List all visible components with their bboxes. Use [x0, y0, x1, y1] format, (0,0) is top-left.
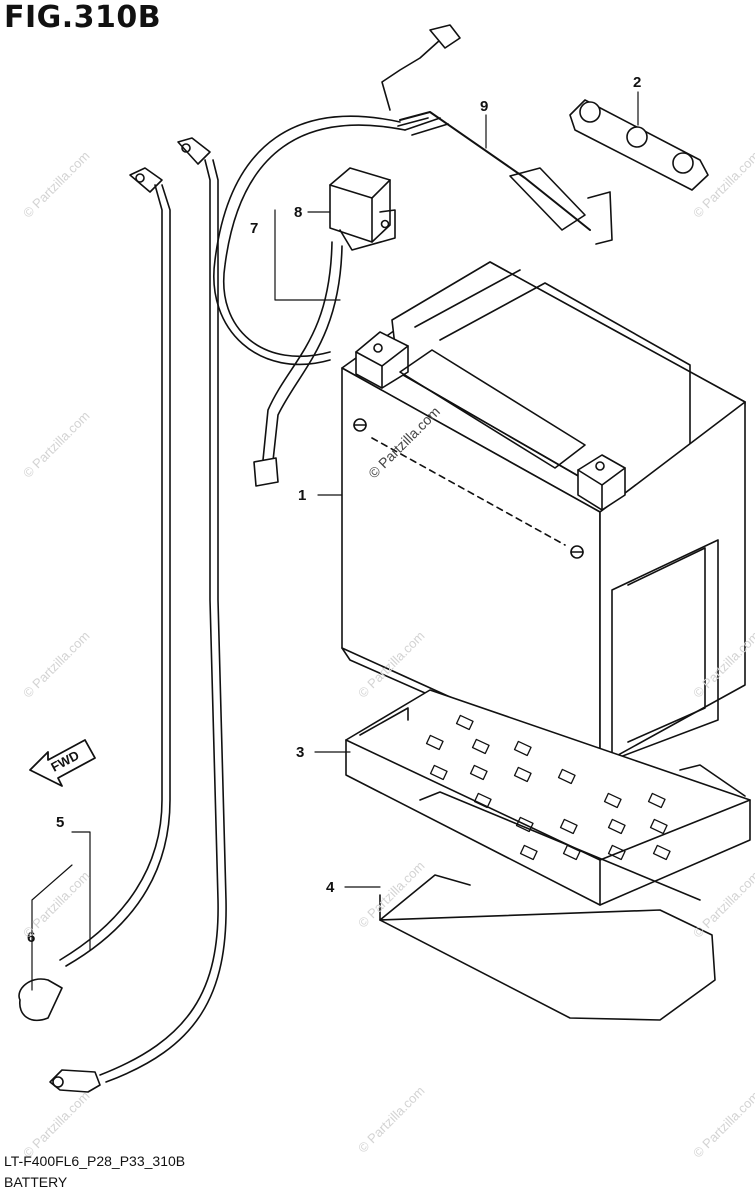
figure-code: LT-F400FL6_P28_P33_310B [4, 1153, 186, 1169]
positive-cable [49, 137, 227, 1093]
battery-tray [345, 689, 751, 906]
negative-cable [18, 167, 171, 1022]
relay [329, 167, 396, 251]
callout-9: 9 [480, 98, 488, 115]
callout-7: 7 [250, 220, 258, 237]
battery-pad [379, 874, 716, 1021]
callout-6: 6 [27, 929, 35, 946]
battery-strap [569, 99, 709, 191]
battery [341, 261, 746, 771]
callout-4: 4 [326, 879, 335, 896]
callout-2: 2 [633, 74, 641, 91]
figure-name: BATTERY [4, 1174, 68, 1190]
callout-lines [31, 91, 639, 991]
callout-8: 8 [294, 204, 302, 221]
figure-title: FIG.310B [4, 0, 162, 35]
wiring-harness [213, 24, 613, 487]
callout-5: 5 [56, 814, 64, 831]
fwd-arrow: FWD [29, 739, 96, 787]
callout-3: 3 [296, 744, 304, 761]
callout-1: 1 [298, 487, 306, 504]
